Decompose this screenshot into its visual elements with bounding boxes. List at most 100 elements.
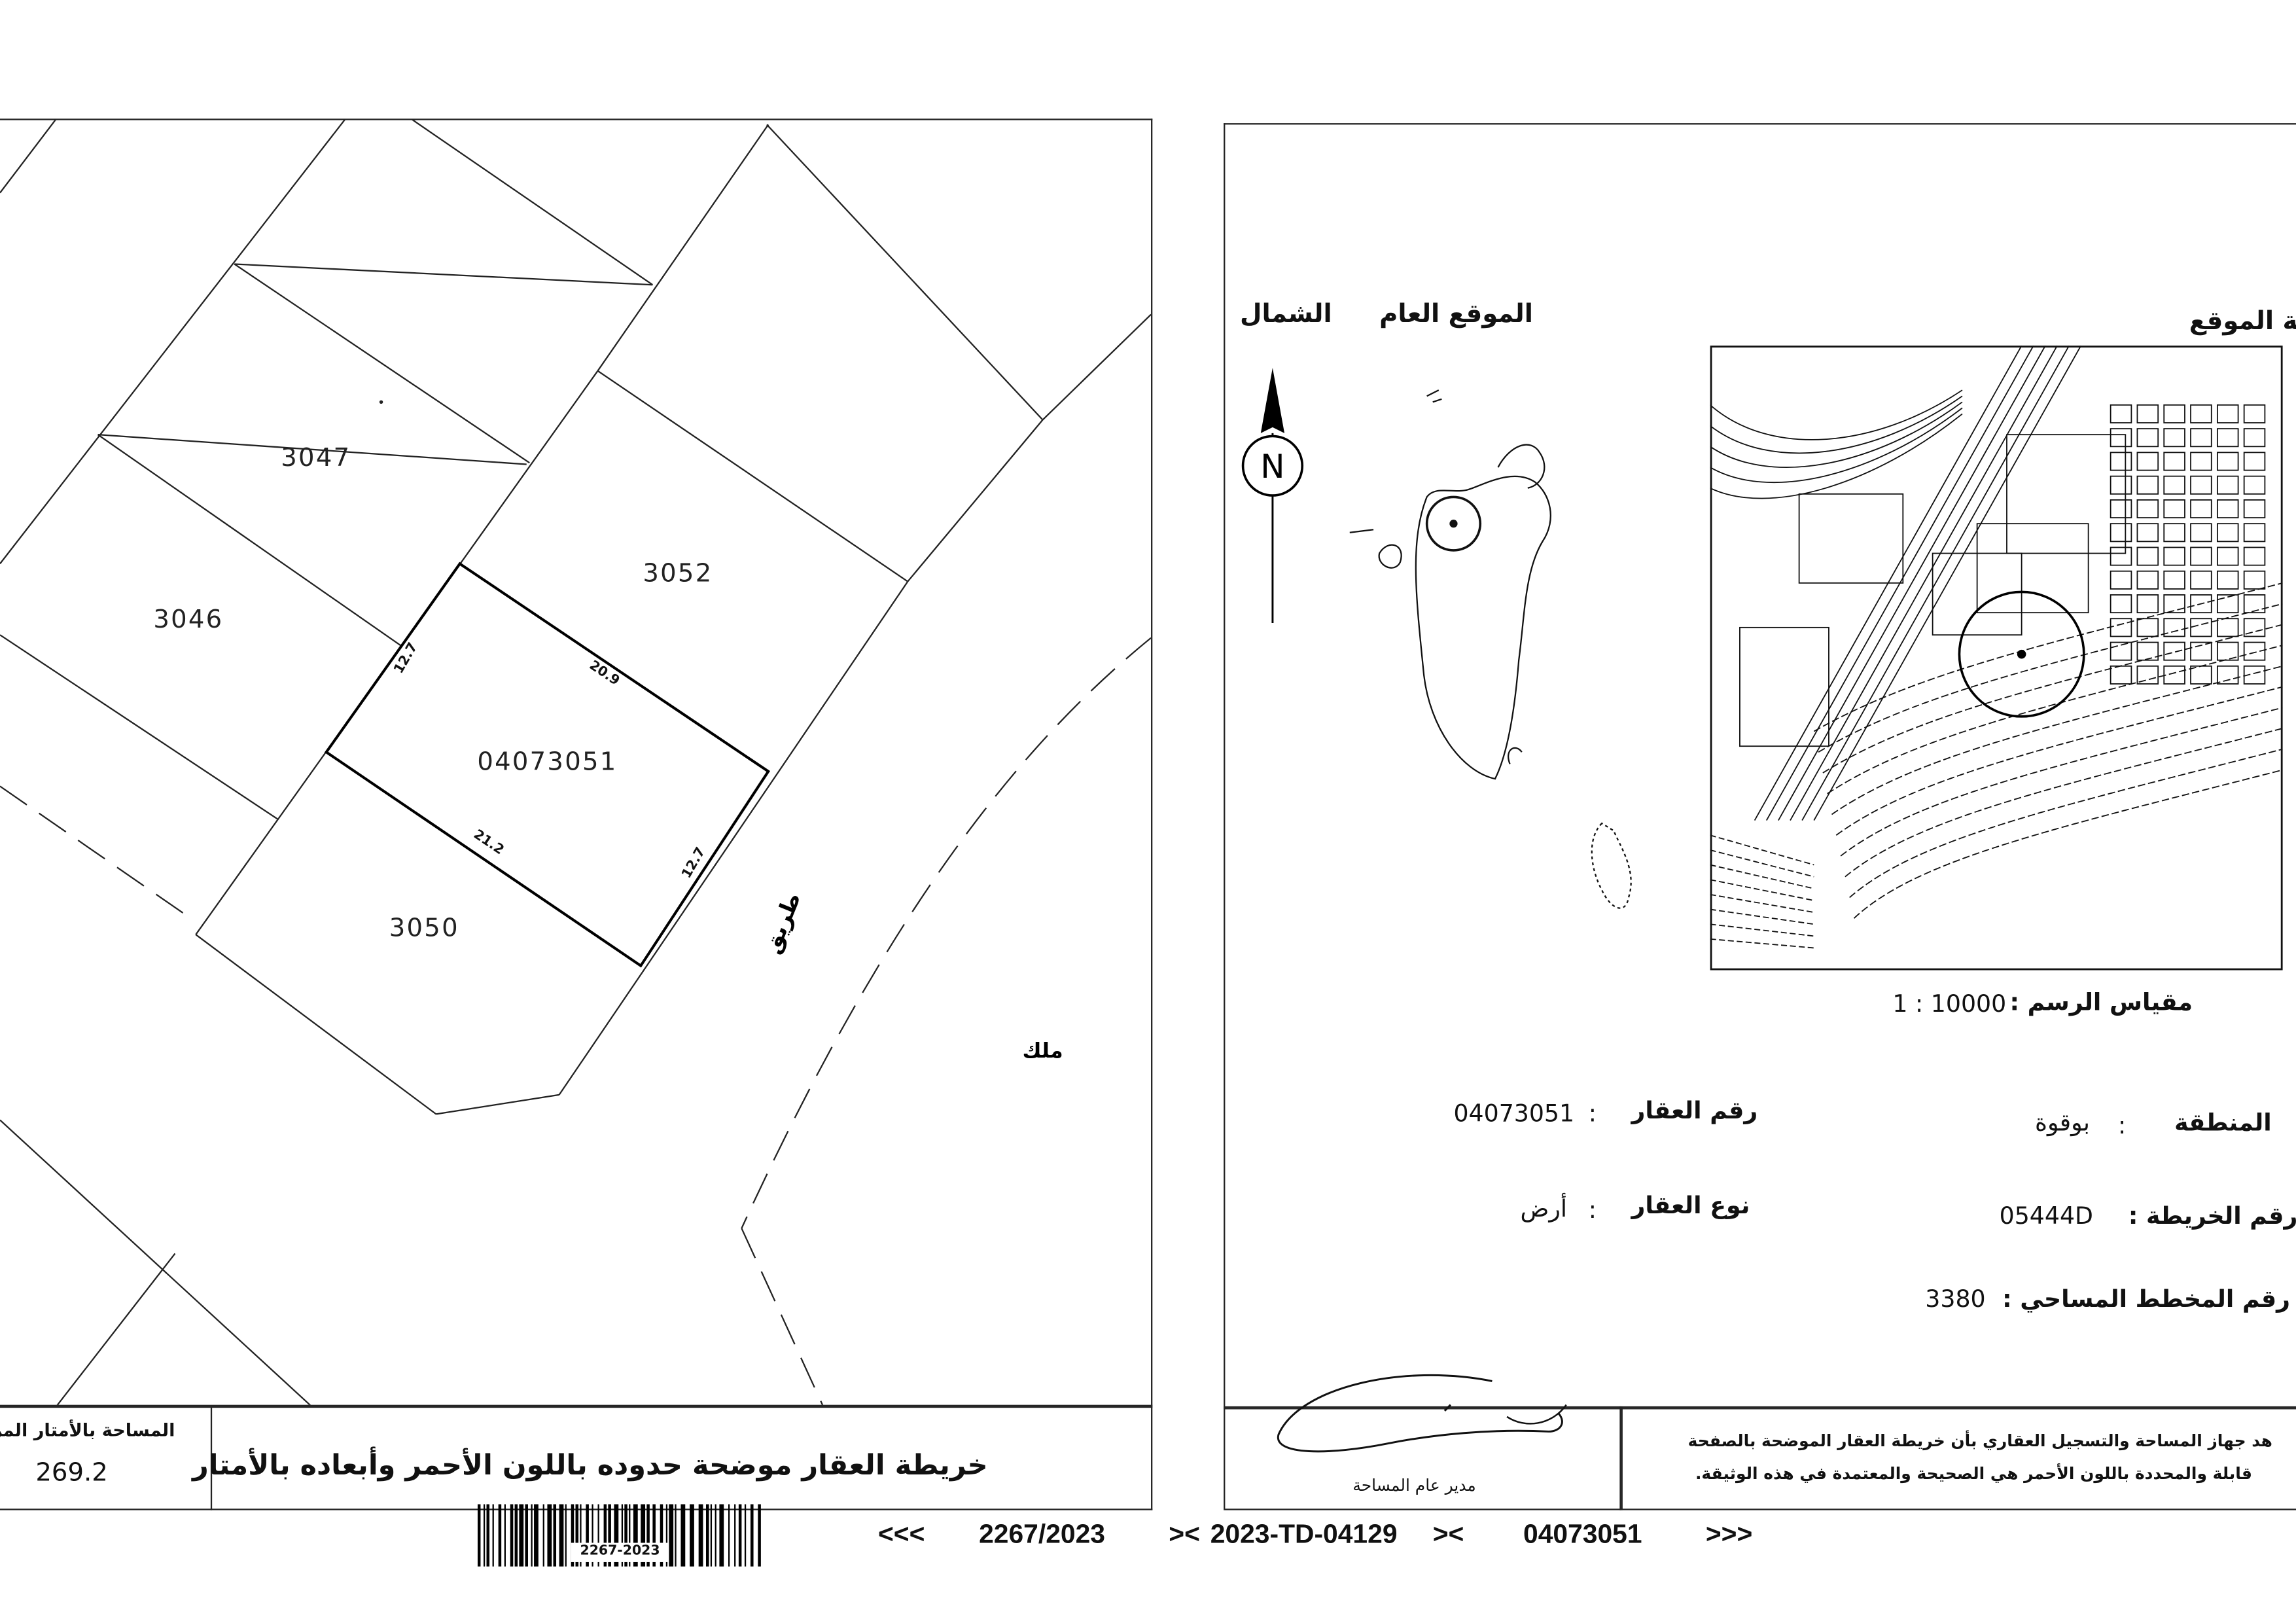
locator-map-line xyxy=(1845,728,2283,878)
parcel-label: 3047 xyxy=(281,443,351,473)
locator-map-line xyxy=(2243,618,2266,637)
locator-map-line xyxy=(2110,546,2132,566)
locator-map-line xyxy=(2190,570,2212,590)
signature-box: مدير عام المساحة xyxy=(1224,1374,1623,1510)
barcode-bar xyxy=(728,1504,730,1567)
locator-map-line xyxy=(2110,428,2132,448)
sep: : xyxy=(2117,1111,2127,1139)
locator-map-line xyxy=(1818,603,2283,753)
locator-map-line xyxy=(2136,475,2159,495)
certification-box: هد جهاز المساحة والتسجيل العقاري بأن خري… xyxy=(1619,1406,2296,1510)
locator-map-line xyxy=(2243,499,2266,519)
locator-map-line xyxy=(2216,570,2239,590)
map-no-value: 05444D xyxy=(1999,1202,2093,1230)
footer-sep: >< xyxy=(1169,1519,1200,1549)
locator-map-line xyxy=(2216,428,2239,448)
location-frame xyxy=(1224,123,2296,1410)
general-location-title: الموقع العام xyxy=(1379,299,1533,330)
locator-map-line xyxy=(2110,475,2132,495)
barcode-bar xyxy=(629,1504,631,1567)
north-title: الشمال xyxy=(1240,299,1332,330)
locator-map-line xyxy=(1710,849,1814,878)
parcel-label: 3046 xyxy=(153,605,223,634)
locator-map-line xyxy=(1853,769,2283,919)
locator-map-line xyxy=(2163,475,2185,495)
barcode-bar xyxy=(559,1504,564,1567)
locator-map-line xyxy=(2243,665,2266,685)
locator-map-line xyxy=(2136,618,2159,637)
locator-map-line xyxy=(2190,499,2212,519)
locator-map-line xyxy=(1710,389,1963,440)
property-no-label: رقم العقار xyxy=(1631,1096,1758,1125)
locator-map-line xyxy=(2216,618,2239,637)
subject-parcel-label: 04073051 xyxy=(477,747,617,776)
locator-map-line xyxy=(2190,594,2212,614)
locator-map-line xyxy=(2190,546,2212,566)
area-label: المساحة بالأمتار المر xyxy=(0,1419,175,1441)
barcode-bar xyxy=(565,1504,567,1567)
locator-map-line xyxy=(2136,523,2159,543)
locator-map-line xyxy=(2190,452,2212,471)
barcode-bar xyxy=(542,1504,544,1567)
barcode-bar xyxy=(751,1504,754,1567)
barcode-bar xyxy=(624,1504,627,1567)
locator-map-line xyxy=(2136,428,2159,448)
locator-map-line xyxy=(2136,404,2159,423)
barcode-bar xyxy=(553,1504,557,1567)
barcode-bar xyxy=(660,1504,663,1567)
locator-map-line xyxy=(1831,665,2283,815)
north-letter: N xyxy=(1260,448,1284,486)
dimension-label: 12.7 xyxy=(391,639,421,676)
locator-map-line xyxy=(2110,594,2132,614)
locator-map-line xyxy=(2110,523,2132,543)
locator-map-line xyxy=(2136,665,2159,685)
barcode-bar xyxy=(710,1504,713,1567)
barcode-bar xyxy=(734,1504,736,1567)
locator-map-line xyxy=(2163,523,2185,543)
map-caption: خريطة العقار موضحة حدوده باللون الأحمر و… xyxy=(192,1449,988,1482)
locator-map-line xyxy=(2190,641,2212,661)
locator-map-line xyxy=(2216,594,2239,614)
barcode-bar xyxy=(665,1504,668,1567)
barcode-bar xyxy=(608,1504,611,1567)
locator-map-line xyxy=(2163,499,2185,519)
locator-map-line xyxy=(2216,475,2239,495)
barcode-bar xyxy=(498,1504,502,1567)
locator-map-line xyxy=(2243,523,2266,543)
area-name-value: بوقوة xyxy=(2035,1108,2090,1137)
barcode-bar xyxy=(698,1504,703,1567)
barcode xyxy=(477,1504,761,1567)
property-type-value: أرض xyxy=(1520,1194,1567,1222)
scale-label: مقياس الرسم : xyxy=(2009,988,2193,1016)
locator-map-line xyxy=(2136,452,2159,471)
footer-property: 04073051 xyxy=(1523,1519,1642,1549)
locator-map-line xyxy=(2110,404,2132,423)
locator-map-line xyxy=(2163,594,2185,614)
barcode-bar xyxy=(597,1504,599,1567)
locator-map-line xyxy=(1778,346,2046,821)
area-name-label: المنطقة xyxy=(2174,1108,2272,1137)
footer-open: <<< xyxy=(877,1519,925,1549)
barcode-bar xyxy=(758,1504,761,1567)
barcode-text: 2267-2023 xyxy=(571,1543,669,1562)
barcode-bar xyxy=(715,1504,716,1567)
caption-box: خريطة العقار موضحة حدوده باللون الأحمر و… xyxy=(192,1406,1153,1510)
barcode-bar xyxy=(646,1504,650,1567)
locator-map-line xyxy=(1849,748,2283,899)
locator-map-line xyxy=(2163,570,2185,590)
locator-map-line xyxy=(2243,428,2266,448)
locator-map-line xyxy=(2006,434,2127,554)
barcode-bar xyxy=(483,1504,486,1567)
footer-doc-id: 2023-TD-04129 xyxy=(1210,1519,1398,1549)
owner-label: ملك xyxy=(1022,1039,1063,1063)
locator-map-line xyxy=(2243,641,2266,661)
locator-map-line xyxy=(2163,546,2185,566)
locator-map-line xyxy=(1710,407,1963,484)
locator-map-line xyxy=(2110,641,2132,661)
barcode-bar xyxy=(641,1504,646,1567)
barcode-bar xyxy=(492,1504,494,1567)
barcode-bar xyxy=(547,1504,552,1567)
barcode-bar xyxy=(633,1504,638,1567)
area-value: 269.2 xyxy=(35,1458,108,1488)
